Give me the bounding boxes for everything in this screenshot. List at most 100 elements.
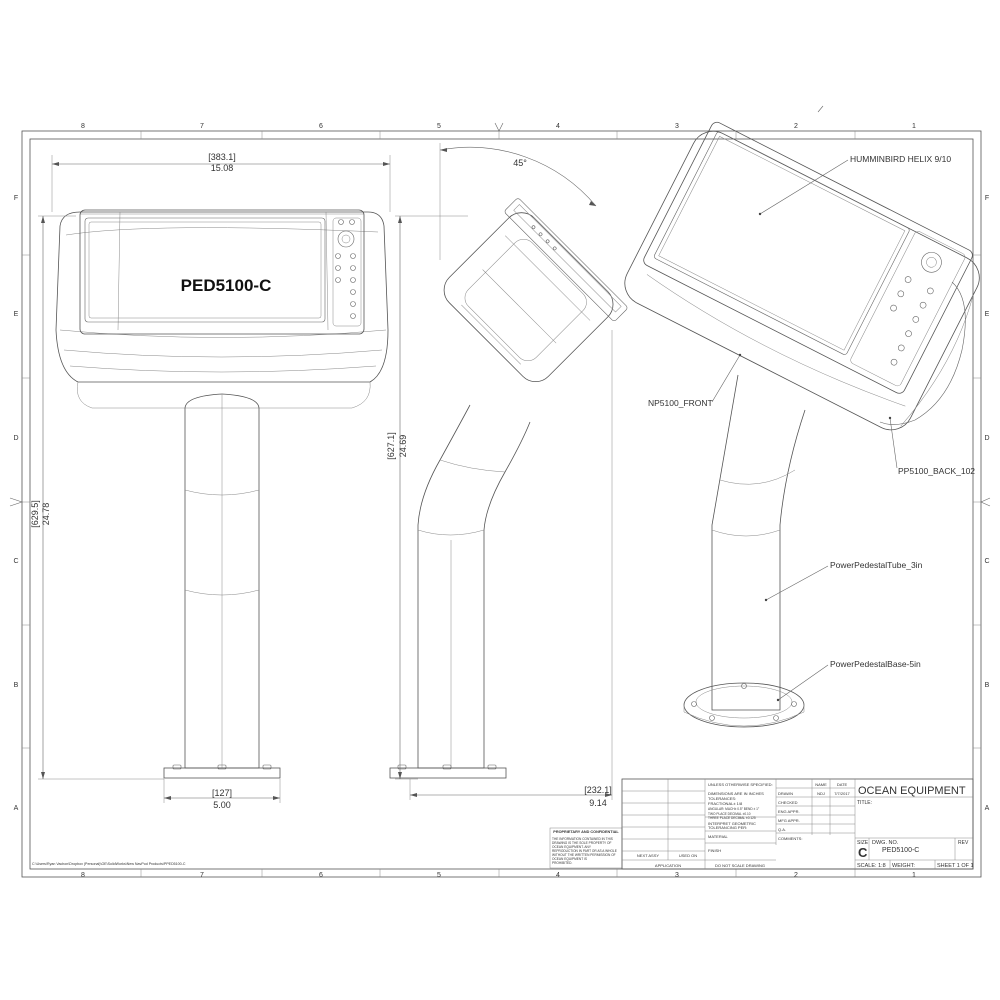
- row-label: E: [985, 311, 990, 318]
- callout-back: PP5100_BACK_102: [898, 466, 975, 476]
- used-on: USED ON: [679, 853, 697, 858]
- row-labels-right: F E D C B A: [984, 195, 989, 812]
- row-label: D: [984, 435, 989, 442]
- iso-pod-housing: [624, 130, 980, 431]
- drawn-by: NDJ: [817, 791, 825, 796]
- proprietary-line: PROHIBITED.: [552, 861, 572, 865]
- iso-base: [683, 682, 805, 728]
- comments-label: COMMENTS:: [778, 836, 802, 841]
- proprietary-title: PROPRIETARY AND CONFIDENTIAL: [553, 830, 619, 834]
- col-label: 1: [912, 872, 916, 879]
- col-label: 4: [556, 123, 560, 130]
- display-bezel: [79, 209, 365, 335]
- side-view: [389, 198, 628, 779]
- row-label: E: [14, 311, 19, 318]
- side-height-mm: [627.1]: [386, 432, 396, 460]
- size-label: SIZE: [857, 840, 869, 846]
- company-name: OCEAN EQUIPMENT: [858, 785, 966, 797]
- proprietary-line: WITHOUT THE WRITTEN PERMISSION OF: [552, 853, 616, 857]
- name-header: NAME: [815, 782, 827, 787]
- callouts: HUMMINBIRD HELIX 9/10 NP5100_FRONT PP510…: [648, 154, 975, 702]
- front-view: PED5100-C: [55, 209, 389, 779]
- spec-tolerances: TOLERANCES:: [708, 796, 736, 801]
- title-block: NEXT ASSY USED ON APPLICATION DO NOT SCA…: [621, 778, 974, 870]
- spec-interpret: INTERPRET GEOMETRIC: [708, 821, 756, 826]
- base-mm: [127]: [212, 788, 232, 798]
- col-label: 7: [200, 123, 204, 130]
- proprietary-line: OCEAN EQUIPMENT IS: [552, 857, 587, 861]
- pedestal-base: [163, 767, 281, 779]
- col-label: 2: [794, 123, 798, 130]
- do-not-scale: DO NOT SCALE DRAWING: [715, 863, 765, 868]
- pedestal-tube: [184, 393, 260, 769]
- row-label: C: [13, 558, 18, 565]
- col-label: 3: [675, 123, 679, 130]
- eng-appr-label: ENG APPR.: [778, 809, 800, 814]
- depth-in: 9.14: [589, 798, 607, 808]
- row-label: B: [14, 682, 19, 689]
- dwg-number: PED5100-C: [882, 847, 919, 854]
- row-label: F: [985, 195, 989, 202]
- iso-display-screen: [654, 131, 910, 355]
- scale-label: SCALE: 1:8: [857, 863, 886, 869]
- spec-two-place: TWO PLACE DECIMAL ±0.10: [708, 812, 751, 816]
- callout-tube: PowerPedestalTube_3in: [830, 560, 923, 570]
- row-label: B: [985, 682, 990, 689]
- col-label: 2: [794, 872, 798, 879]
- iso-tube: [711, 374, 806, 711]
- drawn-date: 7/7/2017: [834, 791, 850, 796]
- weight-label: WEIGHT:: [892, 863, 915, 869]
- row-labels-left: F E D C B A: [13, 195, 18, 812]
- display-screen: [84, 217, 326, 323]
- keypad: [332, 217, 362, 327]
- row-label: F: [14, 195, 18, 202]
- sheet-label: SHEET 1 OF 1: [937, 863, 974, 869]
- col-label: 8: [81, 123, 85, 130]
- checked-label: CHECKED: [778, 800, 798, 805]
- side-height-in: 24.69: [398, 435, 408, 458]
- spec-dims: DIMENSIONS ARE IN INCHES: [708, 791, 764, 796]
- sheet-frame: [9, 105, 991, 878]
- side-tube: [417, 404, 531, 769]
- row-label: D: [13, 435, 18, 442]
- spec-three-place: THREE PLACE DECIMAL ±0.125: [708, 816, 756, 820]
- col-label: 7: [200, 872, 204, 879]
- file-path: C:\Users\Ryan Vachon\Dropbox (Personal)\…: [32, 862, 186, 866]
- dwg-label: DWG. NO.: [872, 840, 899, 846]
- callout-front: NP5100_FRONT: [648, 398, 713, 408]
- proprietary-line: THE INFORMATION CONTAINED IN THIS: [552, 837, 613, 841]
- title-label: TITLE:: [857, 800, 872, 806]
- qa-label: Q.A.: [778, 827, 786, 832]
- side-pod-housing: [443, 212, 614, 383]
- iso-joystick-icon: [921, 251, 942, 273]
- col-label: 6: [319, 123, 323, 130]
- proprietary-line: REPRODUCTION IN PART OR AS A WHOLE: [552, 849, 617, 853]
- spec-finish: FINISH: [708, 848, 721, 853]
- side-base: [389, 767, 507, 779]
- next-assy: NEXT ASSY: [637, 853, 659, 858]
- model-label: PED5100-C: [181, 276, 272, 295]
- proprietary-line: OCEAN EQUIPMENT. ANY: [552, 845, 592, 849]
- col-label: 5: [437, 123, 441, 130]
- angle-label: 45°: [513, 158, 527, 168]
- spec-material: MATERIAL: [708, 834, 728, 839]
- column-labels-bottom: 8 7 6 5 4 3 2 1: [81, 872, 916, 879]
- col-label: 8: [81, 872, 85, 879]
- date-header: DATE: [837, 782, 848, 787]
- row-label: C: [984, 558, 989, 565]
- col-label: 3: [675, 872, 679, 879]
- application: APPLICATION: [655, 863, 681, 868]
- spec-fractional: FRACTIONAL± 1/8: [708, 801, 743, 806]
- spec-unless: UNLESS OTHERWISE SPECIFIED:: [708, 782, 773, 787]
- row-label: A: [14, 805, 19, 812]
- col-label: 5: [437, 872, 441, 879]
- size-value: C: [858, 845, 868, 860]
- col-label: 1: [912, 123, 916, 130]
- width-mm: [383.1]: [208, 152, 236, 162]
- side-dimensions: 45° [627.1] 24.69 [232.1] 9.14: [386, 143, 613, 808]
- mfg-appr-label: MFG APPR.: [778, 818, 800, 823]
- col-label: 4: [556, 872, 560, 879]
- column-labels-top: 8 7 6 5 4 3 2 1: [81, 123, 916, 130]
- base-in: 5.00: [213, 800, 231, 810]
